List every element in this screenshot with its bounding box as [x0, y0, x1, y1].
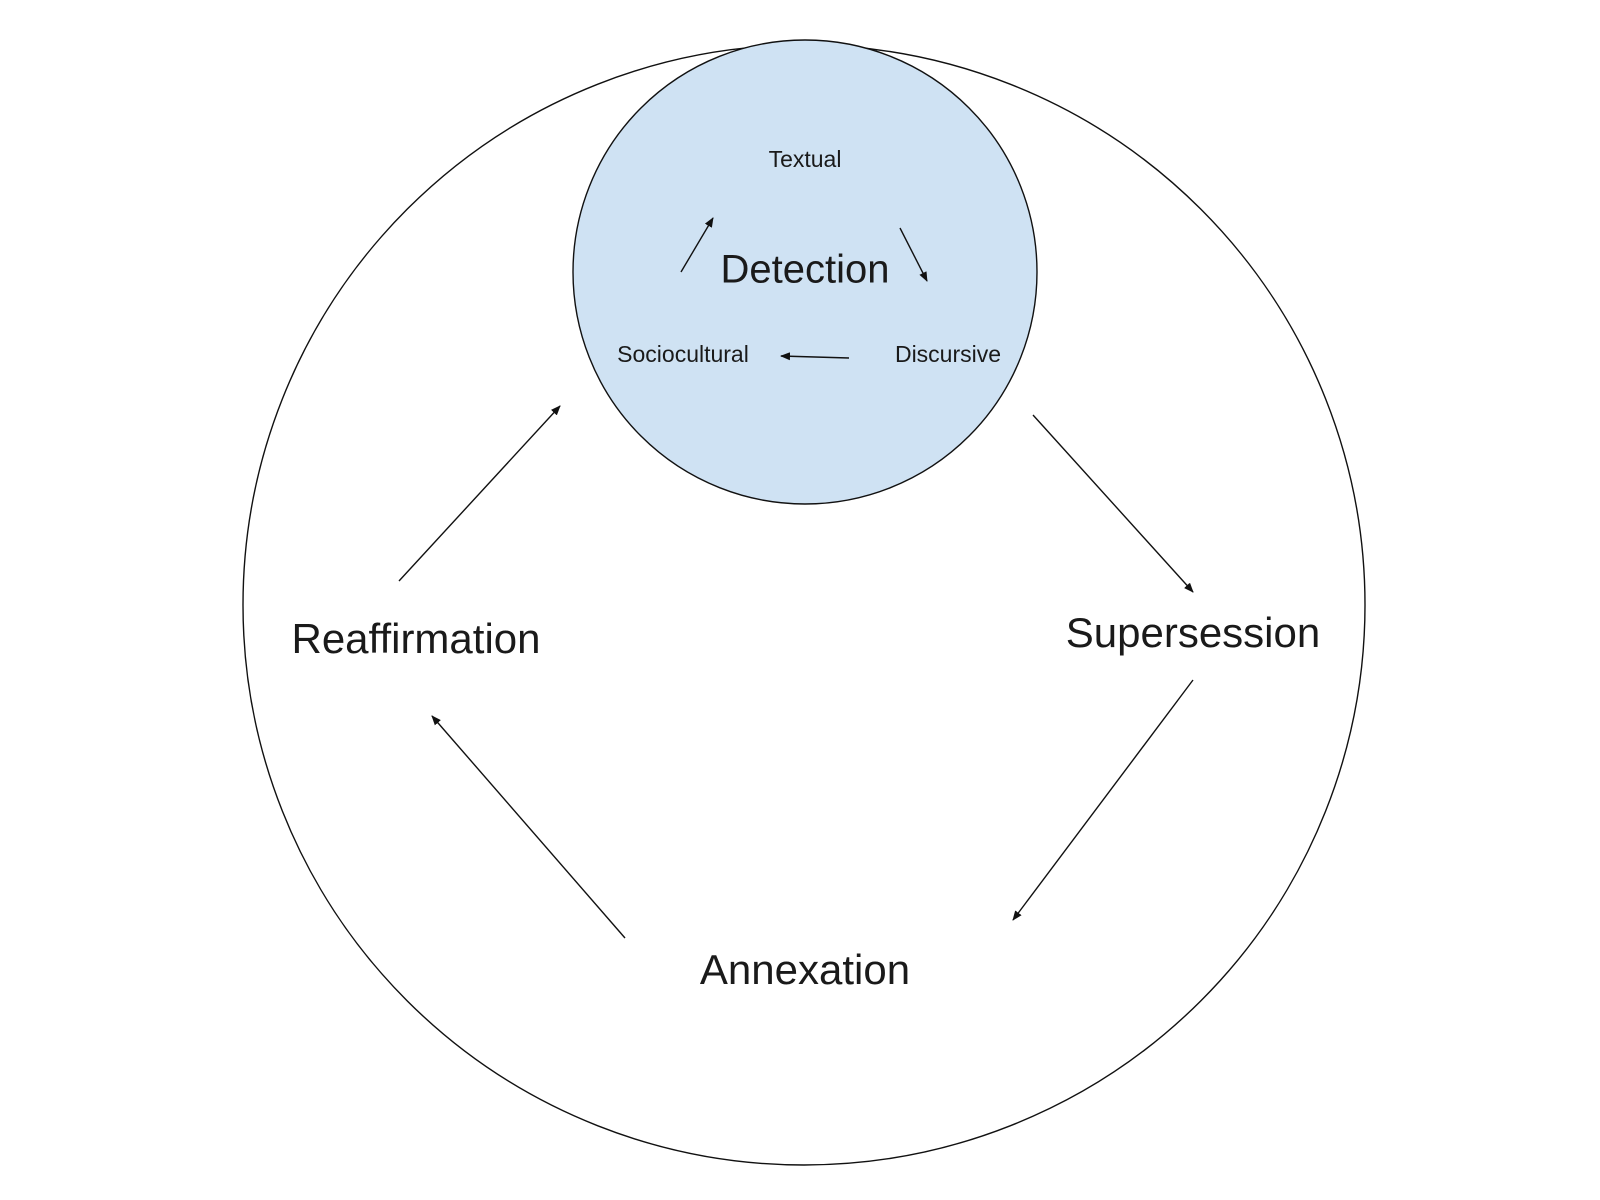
arrow-annexation-to-reaffirmation — [431, 715, 626, 939]
arrow-supersession-to-annexation — [1012, 679, 1194, 921]
detection-circle — [572, 39, 1038, 505]
arrow-discursive-to-sociocultural — [780, 352, 850, 361]
arrow-detection-to-supersession — [1032, 414, 1194, 593]
sociocultural-label: Sociocultural — [617, 341, 749, 367]
supersession-label: Supersession — [1066, 609, 1320, 656]
textual-label: Textual — [769, 146, 842, 172]
arrow-reaffirmation-to-detection — [398, 405, 561, 582]
arrow-sociocultural-to-textual — [680, 217, 714, 273]
arrow-textual-to-discursive — [899, 227, 928, 282]
reaffirmation-label: Reaffirmation — [291, 615, 540, 662]
detection-label: Detection — [721, 248, 890, 292]
discursive-label: Discursive — [895, 341, 1001, 367]
annexation-label: Annexation — [700, 946, 910, 993]
